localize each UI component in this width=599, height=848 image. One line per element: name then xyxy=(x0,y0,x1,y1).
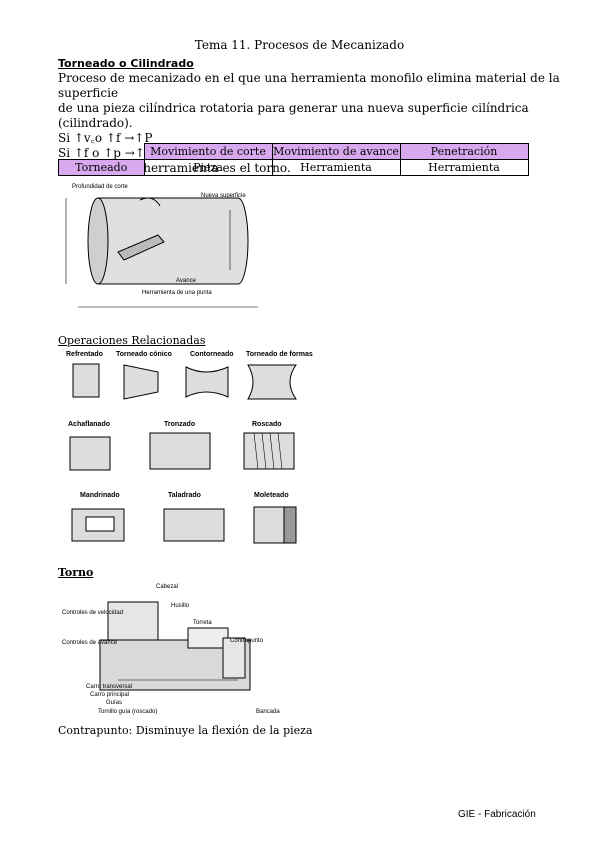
op-label: Taladrado xyxy=(168,492,201,499)
table-header: Movimiento de corte xyxy=(143,143,273,160)
section-title-operaciones: Operaciones Relacionadas xyxy=(58,334,206,347)
table-header-row: Movimiento de corte Movimiento de avance… xyxy=(58,143,529,160)
op-label: Achaflanado xyxy=(68,421,110,428)
table-header: Penetración xyxy=(399,143,529,160)
table-row: Torneado Pieza Herramienta Herramienta xyxy=(58,159,529,176)
op-label: Contorneado xyxy=(190,351,234,358)
fig1-label: Avance xyxy=(176,278,197,284)
op-label: Refrentado xyxy=(66,351,103,358)
rule-power: Si ↑v꜀o ↑f →↑P xyxy=(58,131,153,145)
lathe-label: Controles de avance xyxy=(62,640,118,646)
turning-diagram: Profundidad de corte Nueva superficie Av… xyxy=(65,184,258,308)
table-cell: Herramienta xyxy=(271,159,401,176)
process-table: Movimiento de corte Movimiento de avance… xyxy=(58,143,529,176)
table-cell: Pieza xyxy=(143,159,273,176)
table-header: Movimiento de avance xyxy=(271,143,401,160)
table-cell: Herramienta xyxy=(399,159,529,176)
lathe-label: Tornillo guía (roscado) xyxy=(98,709,157,715)
op-label: Tronzado xyxy=(164,421,195,428)
section-title-torno: Torno xyxy=(58,566,94,579)
op-label: Mandrinado xyxy=(80,492,120,499)
contrapunto-note: Contrapunto: Disminuye la flexión de la … xyxy=(58,724,313,737)
operations-figure: Refrentado Torneado cónico Contorneado T… xyxy=(66,351,313,544)
section-title-torneado: Torneado o Cilindrado xyxy=(58,57,194,70)
table-empty-cell xyxy=(58,143,145,160)
page-header: Tema 11. Procesos de Mecanizado xyxy=(194,38,405,52)
lathe-label: Torreta xyxy=(193,620,212,626)
lathe-label: Carro principal xyxy=(90,692,129,698)
lathe-label: Guías xyxy=(106,700,122,706)
table-row-label: Torneado xyxy=(58,159,145,176)
paragraph-line: de una pieza cilíndrica rotatoria para g… xyxy=(58,101,529,130)
op-label: Moleteado xyxy=(254,492,289,499)
fig1-label: Nueva superficie xyxy=(201,193,246,199)
lathe-label: Contrapunto xyxy=(230,638,264,644)
op-label: Torneado de formas xyxy=(246,351,313,358)
lathe-label: Bancada xyxy=(256,709,280,715)
fig1-label: Herramienta de una punta xyxy=(142,290,212,296)
lathe-label: Controles de velocidad xyxy=(62,610,123,616)
lathe-label: Husillo xyxy=(171,603,190,609)
lathe-label: Cabezal xyxy=(156,584,178,590)
fig1-label: Profundidad de corte xyxy=(72,184,128,190)
paragraph-line: Proceso de mecanizado en el que una herr… xyxy=(58,71,560,100)
page-footer: GIE - Fabricación xyxy=(458,809,536,820)
op-label: Torneado cónico xyxy=(116,351,172,358)
lathe-label: Carro transversal xyxy=(86,684,132,690)
lathe-diagram: Cabezal Husillo Controles de velocidad C… xyxy=(62,584,280,715)
op-label: Roscado xyxy=(252,421,282,428)
